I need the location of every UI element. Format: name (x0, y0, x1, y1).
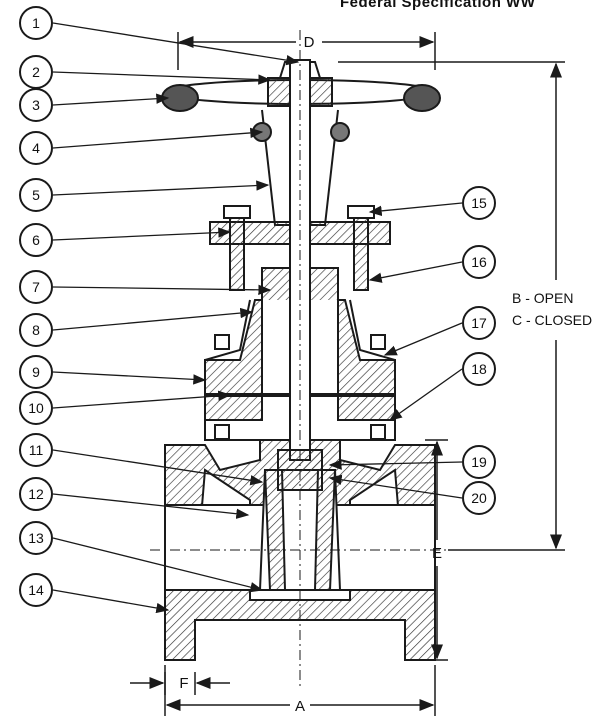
callout-circle-14 (19, 573, 53, 607)
callout-label-5: 5 (32, 187, 40, 203)
leader-8 (52, 307, 254, 331)
callout-circle-10 (19, 391, 53, 425)
leader-5 (52, 180, 270, 196)
bonnet-bolt-left (214, 334, 230, 350)
callout-label-17: 17 (471, 315, 487, 331)
valve-body (161, 59, 441, 661)
callout-circle-17 (462, 306, 496, 340)
bonnet-bolt-right (370, 334, 386, 350)
callout-circle-13 (19, 521, 53, 555)
handwheel-rim-right (403, 84, 441, 112)
callout-label-1: 1 (32, 15, 40, 31)
callout-label-7: 7 (32, 279, 40, 295)
callout-circle-6 (19, 223, 53, 257)
leader-20 (328, 474, 463, 499)
callout-label-12: 12 (28, 486, 44, 502)
callout-label-16: 16 (471, 254, 487, 270)
leader-9 (52, 371, 207, 385)
leader-11 (52, 449, 264, 486)
leader-2 (52, 71, 272, 85)
callout-circle-4 (19, 131, 53, 165)
leader-17 (383, 322, 463, 356)
callout-label-6: 6 (32, 232, 40, 248)
callout-circle-3 (19, 88, 53, 122)
callout-label-4: 4 (32, 140, 40, 156)
callout-circle-19 (462, 445, 496, 479)
callout-circle-20 (462, 481, 496, 515)
callout-label-3: 3 (32, 97, 40, 113)
leader-1 (52, 22, 300, 66)
callout-label-10: 10 (28, 400, 44, 416)
callout-label-11: 11 (29, 442, 44, 458)
leader-16 (368, 261, 463, 283)
leader-14 (52, 589, 170, 614)
dim-d-label: D (304, 34, 315, 51)
leader-7 (52, 284, 272, 296)
leader-6 (52, 227, 232, 241)
callout-label-15: 15 (471, 195, 487, 211)
gland-bolt-right (353, 209, 369, 291)
leader-3 (52, 93, 170, 106)
yoke-bushing-right (330, 122, 350, 142)
dim-c-closed-label: C - CLOSED (512, 312, 592, 328)
callout-label-9: 9 (32, 364, 40, 380)
callout-label-13: 13 (28, 530, 44, 546)
callout-label-18: 18 (471, 361, 487, 377)
callout-circle-9 (19, 355, 53, 389)
callout-label-14: 14 (28, 582, 44, 598)
callout-label-8: 8 (32, 322, 40, 338)
leader-12 (52, 493, 250, 519)
dim-e-label: E (432, 545, 442, 562)
callout-circle-18 (462, 352, 496, 386)
bolt-nut-left (223, 205, 251, 219)
callout-circle-15 (462, 186, 496, 220)
callout-circle-11 (19, 433, 53, 467)
dimension-labels: D B - OPEN C - CLOSED E F A (179, 34, 592, 715)
callout-circle-5 (19, 178, 53, 212)
callout-circle-16 (462, 245, 496, 279)
leader-lines (52, 22, 463, 614)
callout-label-20: 20 (471, 490, 487, 506)
dim-b-open-label: B - OPEN (512, 290, 573, 306)
dim-a-label: A (295, 698, 305, 715)
callout-label-19: 19 (471, 454, 487, 470)
callout-circle-1 (19, 6, 53, 40)
callout-circle-8 (19, 313, 53, 347)
centerlines (150, 30, 450, 690)
dimension-lines (130, 32, 565, 716)
leader-19 (328, 459, 463, 470)
leader-18 (388, 368, 463, 421)
leader-4 (52, 127, 264, 149)
leader-13 (52, 537, 264, 593)
leader-10 (52, 390, 232, 409)
gland-bolt-left (229, 209, 245, 291)
callout-circle-12 (19, 477, 53, 511)
dim-f-label: F (179, 675, 188, 692)
callout-label-2: 2 (32, 64, 40, 80)
header-text: Federal Specification WW (340, 0, 536, 11)
callout-circle-7 (19, 270, 53, 304)
leader-15 (368, 202, 463, 217)
